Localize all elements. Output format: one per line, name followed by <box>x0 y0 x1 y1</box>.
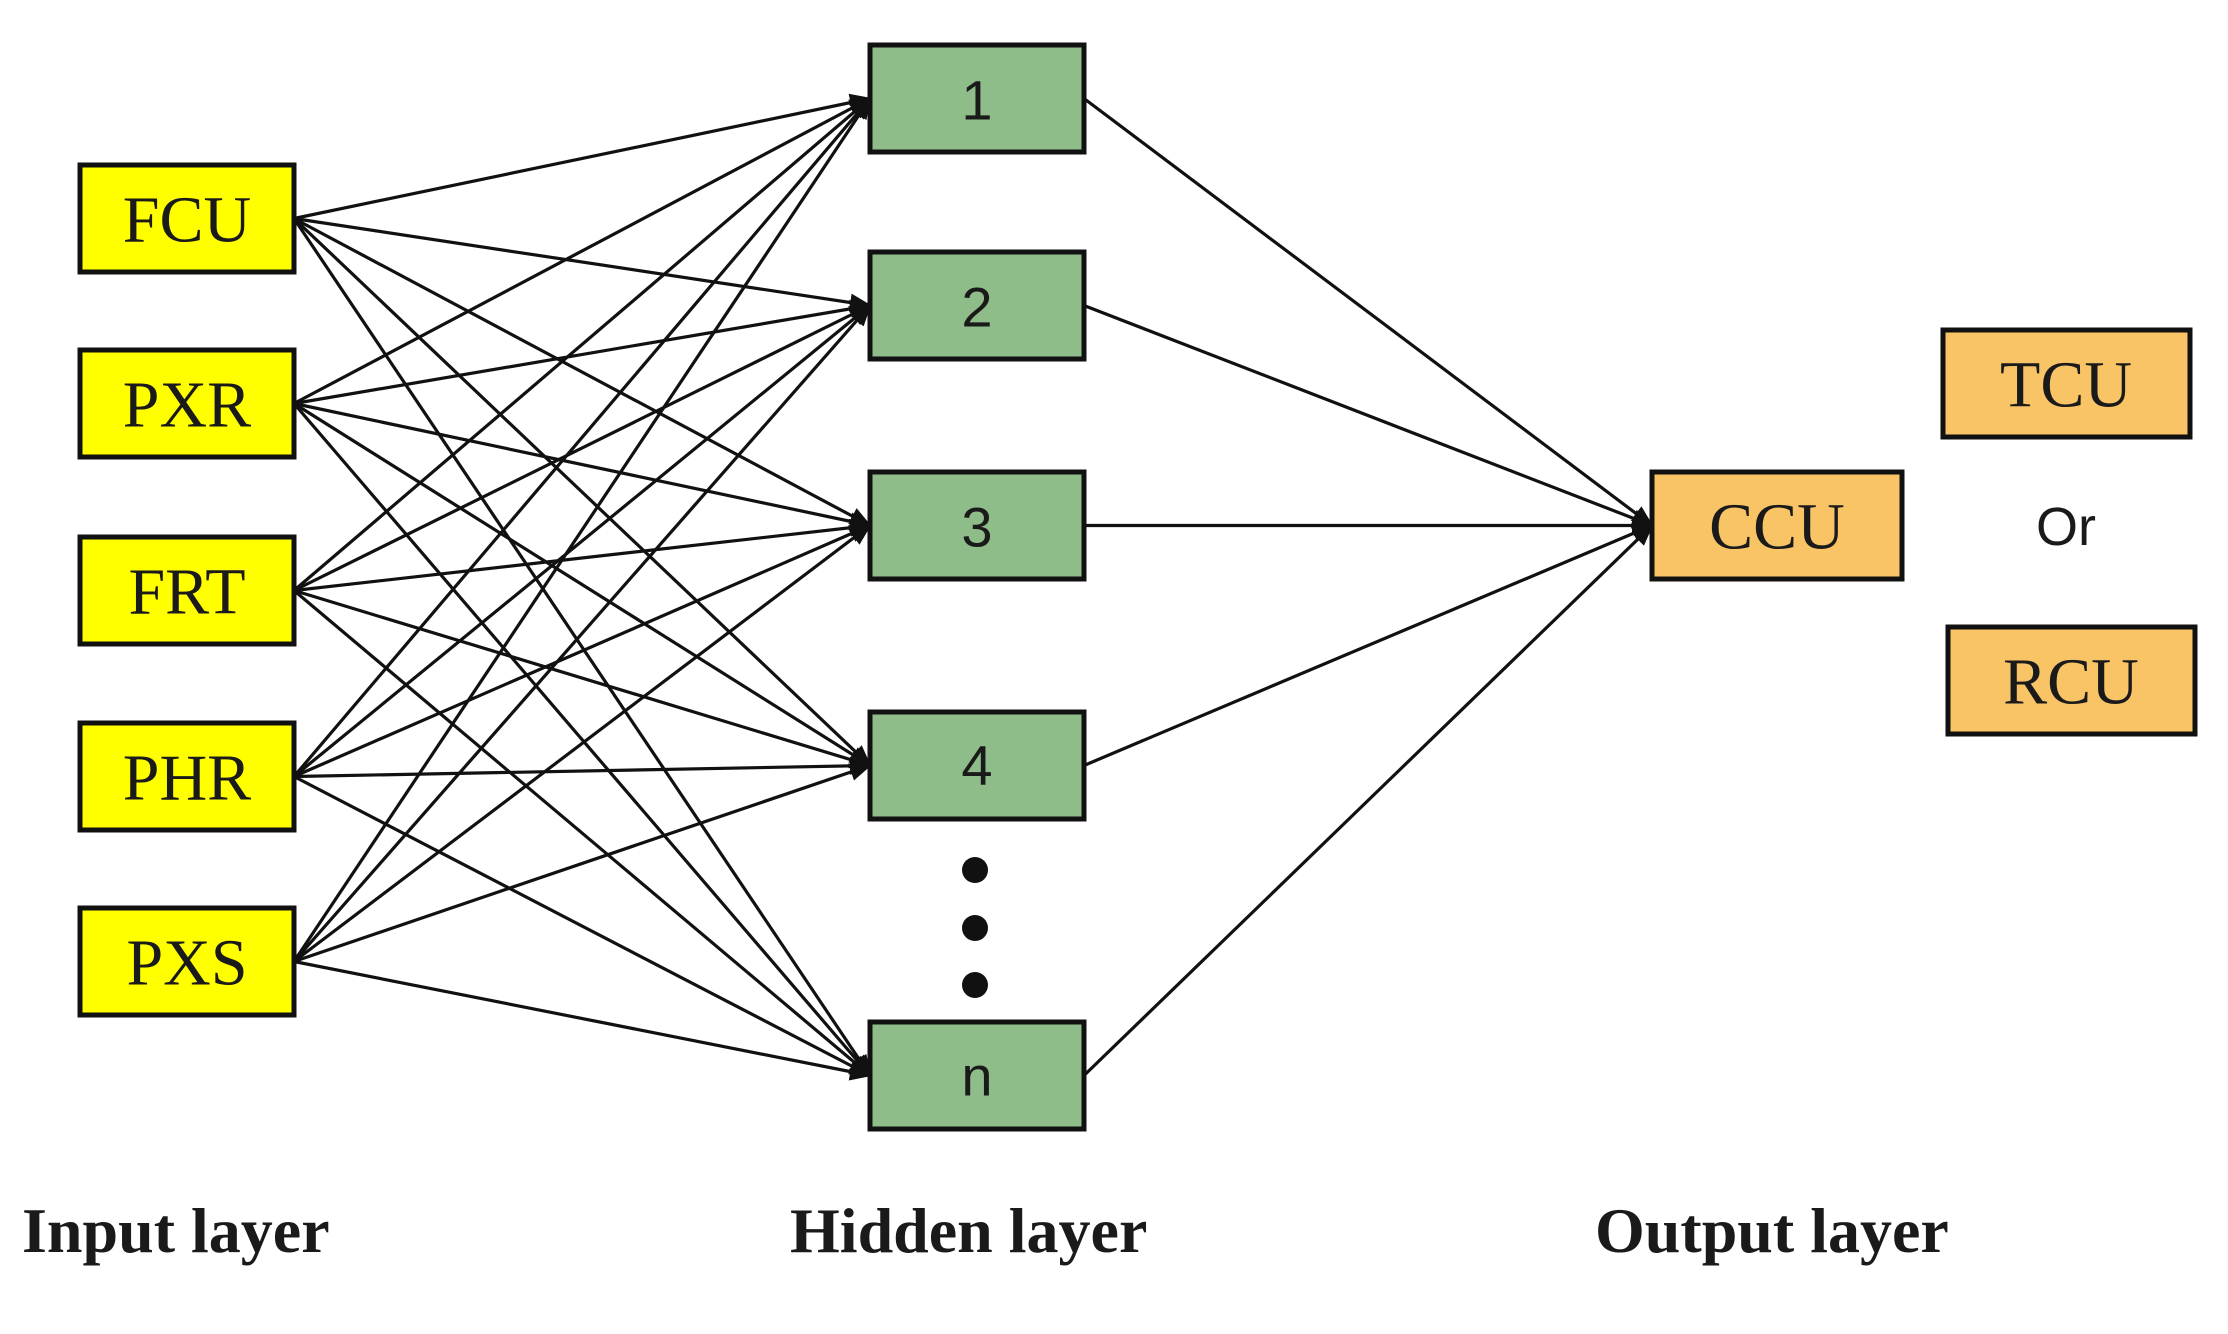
connection-line <box>293 524 872 963</box>
alternative-label: TCU <box>2000 349 2132 422</box>
connection-line <box>293 775 872 1077</box>
connection-line <box>292 217 872 1078</box>
hidden-node-n: n <box>867 1019 1087 1132</box>
hidden-node-4: 4 <box>867 709 1087 822</box>
connection-line <box>293 402 872 767</box>
hidden-layer-title: Hidden layer <box>790 1195 1147 1266</box>
connection-line <box>293 763 872 964</box>
input-node-phr: PHR <box>77 720 297 833</box>
connection-line <box>1083 304 1654 527</box>
connection-line <box>293 93 872 221</box>
hidden-layer-ellipsis <box>962 857 988 998</box>
connection-line <box>293 756 872 779</box>
hidden-node-2: 2 <box>867 249 1087 362</box>
input-node-frt: FRT <box>77 534 297 647</box>
ellipsis-dot <box>962 915 988 941</box>
hidden-node-label: 4 <box>961 734 992 797</box>
hidden-node-label: 2 <box>961 276 992 339</box>
input-node-label: PXS <box>126 927 247 1000</box>
hidden-node-label: n <box>961 1045 992 1108</box>
alternative-label: RCU <box>2003 646 2139 719</box>
ellipsis-dot <box>962 972 988 998</box>
input-layer-title: Input layer <box>22 1195 330 1266</box>
input-node-fcu: FCU <box>77 162 297 275</box>
output-alternative-rcu: RCU <box>1945 624 2198 737</box>
input-to-hidden-connections <box>292 93 872 1081</box>
connection-line <box>292 96 872 778</box>
connection-line <box>293 518 872 593</box>
hidden-node-label: 3 <box>961 496 992 559</box>
connection-line <box>292 304 872 778</box>
connection-line <box>293 216 872 312</box>
connection-line <box>292 402 872 1078</box>
connection-line <box>293 217 872 527</box>
hidden-node-label: 1 <box>961 69 992 132</box>
output-alternative-tcu: TCU <box>1940 327 2193 440</box>
connection-line <box>292 217 872 767</box>
hidden-node-3: 3 <box>867 469 1087 582</box>
input-node-label: PXR <box>123 369 251 442</box>
input-node-label: FCU <box>123 184 251 257</box>
hidden-to-output-connections <box>1082 97 1654 1077</box>
hidden-node-1: 1 <box>867 42 1087 155</box>
connection-line <box>293 524 872 778</box>
connection-line <box>293 959 872 1081</box>
connection-line <box>293 299 872 406</box>
input-node-label: FRT <box>128 556 245 629</box>
input-node-label: PHR <box>123 742 251 815</box>
input-node-pxs: PXS <box>77 905 297 1018</box>
connection-line <box>1083 97 1654 527</box>
connection-line <box>293 401 872 531</box>
connection-line <box>292 589 872 1077</box>
output-node-label: CCU <box>1709 491 1845 564</box>
connection-line <box>293 588 872 769</box>
output-node-ccu: CCU <box>1649 469 1905 582</box>
connection-line <box>293 97 872 405</box>
connection-line <box>293 304 872 592</box>
ellipsis-dot <box>962 857 988 883</box>
connection-line <box>292 96 872 963</box>
output-layer-title: Output layer <box>1595 1195 1949 1266</box>
connection-line <box>292 97 872 592</box>
connection-line <box>1083 524 1654 767</box>
or-connector-text: Or <box>2036 497 2096 557</box>
connection-line <box>292 303 872 963</box>
input-node-pxr: PXR <box>77 347 297 460</box>
connection-line <box>1082 524 1654 1077</box>
